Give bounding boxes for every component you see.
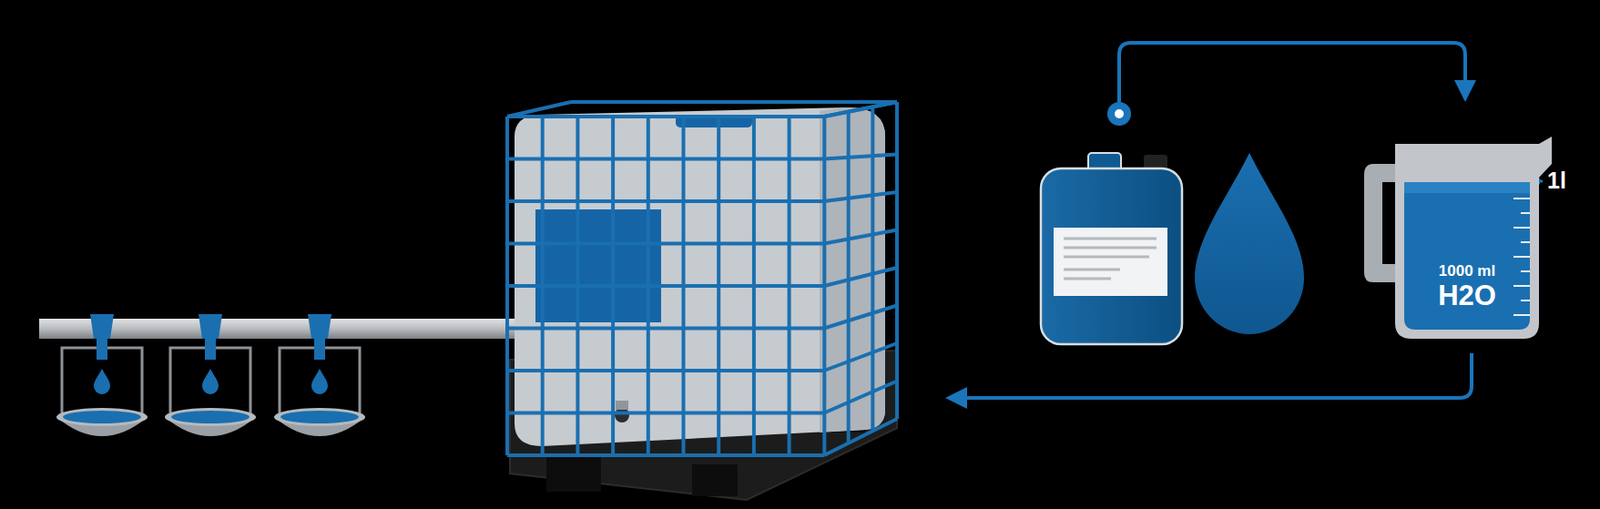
jug-text-box: 1000 mlH2O: [1404, 262, 1530, 312]
substance-label: H2O: [1437, 280, 1497, 312]
start-dot: [1107, 101, 1132, 126]
ibc-cage: [507, 101, 897, 456]
start-dot-center: [1114, 109, 1124, 119]
drinker-cup: [164, 314, 256, 437]
flow-arrows: [956, 42, 1472, 398]
measuring-jug: 1000 mlH2O: [1356, 136, 1560, 345]
drinker-cup: [56, 314, 148, 437]
drinker-cup: [274, 314, 366, 437]
canister: [1040, 152, 1183, 345]
drinker-cups: [56, 314, 366, 437]
dosing-droplet: [1194, 152, 1305, 335]
jug-outline: [1356, 136, 1560, 345]
volume-label: 1000 ml: [1438, 262, 1496, 281]
fill-level-label: 1l: [1547, 167, 1567, 194]
